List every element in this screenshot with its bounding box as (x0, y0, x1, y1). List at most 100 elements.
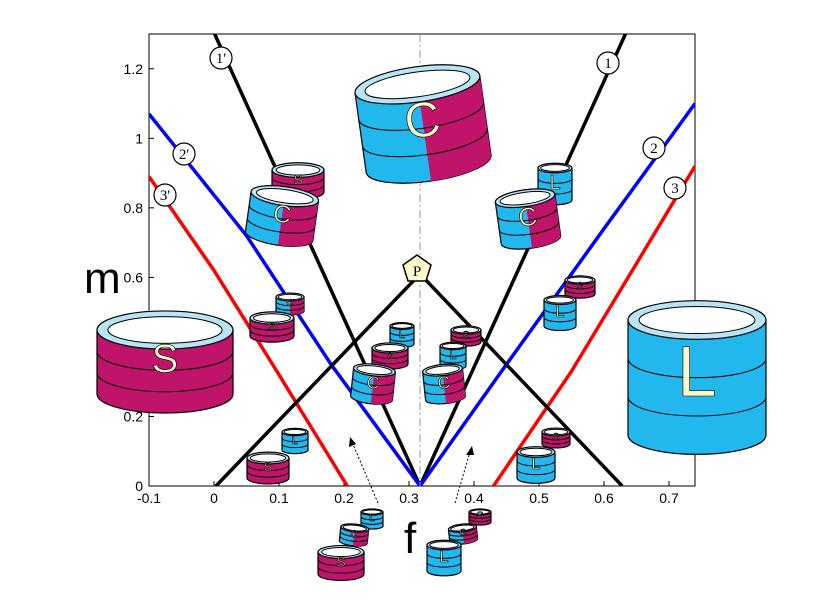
can-letter: C (286, 298, 293, 309)
can-letter: C (516, 201, 539, 233)
can-top-inner (107, 316, 223, 344)
y-axis-label: m (84, 254, 121, 303)
can-S: S (271, 162, 325, 200)
y-tick-label: 0.8 (124, 200, 144, 216)
can-band (351, 386, 394, 396)
can-letter: L (556, 303, 565, 321)
can-top-inner (540, 164, 570, 172)
can-band (627, 358, 767, 379)
can-band (317, 566, 365, 574)
can-letter: C (350, 529, 358, 541)
x-tick-label: -0.1 (137, 490, 161, 506)
can-S: S (564, 275, 596, 299)
arrows (349, 437, 474, 504)
can-L: L (360, 508, 384, 530)
can-band (248, 204, 318, 221)
can-letter: S (293, 173, 302, 188)
can-letter: L (450, 348, 457, 362)
can-band (543, 317, 577, 323)
can-band (516, 469, 556, 476)
can-S: S (317, 544, 365, 582)
can-band (389, 331, 415, 336)
x-tick-label: 0.1 (269, 490, 289, 506)
can-top-inner (283, 428, 307, 436)
circle-marker (596, 51, 620, 75)
can-band (541, 435, 571, 441)
can-band (281, 443, 309, 449)
can-band (281, 437, 309, 443)
can-C: C (494, 188, 562, 250)
x-axis-label: f (404, 514, 417, 563)
can-letter: C (437, 372, 452, 393)
can-band (450, 333, 482, 339)
can-letter: S (268, 321, 275, 333)
x-tick-label: 0.4 (464, 490, 484, 506)
can-top-inner (450, 524, 475, 532)
can-S: S (249, 311, 295, 343)
can-letter: C (459, 528, 467, 540)
can-top-inner (638, 305, 756, 335)
can-band (246, 464, 290, 472)
can-L: L (439, 341, 467, 371)
can-top-inner (362, 509, 382, 515)
can-band (249, 329, 295, 337)
can-band (246, 471, 290, 478)
can-band (339, 535, 369, 542)
can-top-inner (546, 296, 574, 304)
can-letter: L (677, 332, 717, 412)
can-band (317, 559, 365, 567)
can-top-inner (519, 447, 553, 457)
can-S: S (246, 451, 290, 485)
can-band (498, 221, 560, 236)
can-L: L (281, 427, 309, 455)
can-top-inner (342, 524, 367, 532)
can-letter: C (366, 372, 381, 393)
can-band (564, 289, 596, 295)
point-p-label: P (413, 264, 421, 280)
can-letter: S (553, 432, 560, 443)
can-band (371, 353, 409, 359)
can-band (371, 358, 409, 365)
can-top-inner (543, 428, 569, 436)
can-body (281, 431, 309, 455)
can-C: C (350, 363, 397, 405)
can-band (439, 359, 467, 364)
can-band (450, 337, 482, 343)
can-top-inner (429, 541, 459, 549)
can-band (361, 128, 488, 158)
can-top-inner (356, 365, 393, 376)
series-line-3 (492, 165, 695, 486)
circle-marker (209, 46, 233, 70)
can-C: C (244, 185, 320, 247)
can-L: L (543, 294, 577, 332)
can-band (424, 386, 465, 396)
can-band (448, 530, 478, 537)
can-top-inner (566, 276, 594, 284)
can-band (541, 439, 571, 445)
circle-label: 3' (160, 188, 171, 204)
can-band (271, 177, 325, 186)
can-top-inner (321, 546, 361, 558)
can-letter: S (463, 330, 470, 341)
circle-label: 3 (671, 181, 679, 197)
can-top-inner (470, 509, 490, 515)
can-band (246, 217, 316, 234)
can-letter: S (477, 511, 484, 522)
circle-marker (642, 136, 666, 160)
y-tick-label: 1.2 (124, 61, 144, 77)
can-band (496, 207, 558, 222)
circle-label: 1' (216, 51, 227, 67)
circle-marker (172, 142, 196, 166)
series-line-1 (418, 34, 628, 486)
can-top-inner (275, 164, 321, 176)
can-C: C (421, 363, 466, 405)
can-S: S (541, 427, 571, 449)
can-band (564, 284, 596, 290)
can-C: C (338, 523, 370, 547)
y-tick-label: 0 (135, 478, 143, 494)
circle-label: 2 (650, 141, 658, 157)
can-body (426, 544, 462, 577)
can-body (96, 329, 234, 414)
can-top-inner (425, 365, 460, 375)
